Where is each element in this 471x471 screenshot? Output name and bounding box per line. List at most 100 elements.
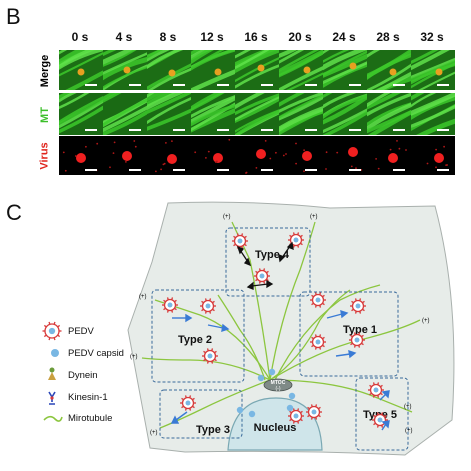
pedv-virion	[254, 268, 270, 284]
plus-end-label: (+)	[150, 430, 158, 436]
scale-bar	[348, 169, 361, 171]
type-1-label: Type 1	[343, 324, 377, 336]
movement-arrows	[170, 309, 390, 431]
scale-bar	[216, 129, 229, 131]
pedv-virion	[350, 298, 366, 314]
mt-tile	[234, 93, 279, 135]
pedv-virion	[372, 412, 388, 428]
virus-tile	[278, 136, 323, 175]
scale-bar	[392, 129, 405, 131]
legend-label: PEDV capsid	[68, 348, 124, 359]
scale-bar	[128, 129, 141, 131]
scale-bar	[172, 169, 185, 171]
scale-bar	[84, 84, 97, 86]
plus-end-label: (+)	[310, 214, 318, 220]
type-2-label: Type 2	[178, 334, 212, 346]
scale-bar	[348, 129, 361, 131]
pedv-virion	[306, 404, 322, 420]
legend-label: PEDV	[68, 326, 95, 337]
virus-tile	[366, 136, 411, 175]
time-label: 4 s	[115, 30, 133, 44]
time-label: 8 s	[159, 30, 177, 44]
panel-b-letter: B	[6, 4, 21, 29]
scale-bar	[84, 169, 97, 171]
scale-bar	[172, 84, 185, 86]
type-3-label: Type 3	[196, 424, 230, 436]
pedv-capsid	[248, 410, 256, 418]
plus-end-label: (+)	[405, 428, 413, 434]
mtoc-sign: (-)	[276, 386, 281, 392]
pedv-capsid	[286, 404, 294, 412]
scale-bar	[436, 84, 449, 86]
merge-tile	[146, 50, 191, 90]
merge-tile	[234, 50, 279, 90]
pedv-virion	[200, 298, 216, 314]
dynein-icon	[48, 367, 56, 380]
time-label: 12 s	[200, 30, 224, 44]
pedv-virion	[202, 348, 218, 364]
scale-bar	[392, 84, 405, 86]
panel-c-letter: C	[6, 200, 22, 225]
pedv-virion	[42, 321, 62, 341]
scale-bar	[436, 169, 449, 171]
pedv-capsid	[268, 368, 276, 376]
virus-tile	[190, 136, 235, 175]
mt-tile	[102, 93, 147, 135]
legend-label: Mirotubule	[68, 413, 112, 424]
scale-bar	[260, 169, 273, 171]
virus-tile	[322, 136, 367, 175]
merge-tile	[410, 50, 455, 90]
time-label: 24 s	[332, 30, 356, 44]
scale-bar	[436, 129, 449, 131]
merge-tile	[102, 50, 147, 90]
time-label: 0 s	[71, 30, 89, 44]
virus-tile	[58, 136, 103, 175]
pedv-virion	[310, 292, 326, 308]
type-5-box	[355, 377, 409, 451]
microtubule-icon	[43, 415, 63, 422]
legend-label: Dynein	[68, 370, 98, 381]
scale-bar	[304, 84, 317, 86]
time-label: 28 s	[376, 30, 400, 44]
merge-tile	[58, 50, 103, 90]
bidirectional-arrows	[236, 241, 294, 290]
mtoc-label: MTOC	[271, 380, 286, 386]
plus-end-label: (+)	[422, 318, 430, 324]
time-label: 16 s	[244, 30, 268, 44]
scale-bar	[392, 169, 405, 171]
mt-tile	[190, 93, 235, 135]
mtoc	[263, 378, 293, 392]
scale-bar	[260, 129, 273, 131]
scale-bar	[128, 84, 141, 86]
time-label: 32 s	[420, 30, 444, 44]
pedv-virion	[349, 332, 365, 348]
mt-tile	[410, 93, 455, 135]
nucleus-label: Nucleus	[254, 422, 297, 434]
plus-end-label: (+)	[139, 294, 147, 300]
scale-bar	[216, 84, 229, 86]
kinesin-icon	[48, 391, 56, 405]
scale-bar	[216, 169, 229, 171]
scale-bar	[128, 169, 141, 171]
pedv-capsid	[51, 349, 59, 357]
pedv-virion	[368, 382, 384, 398]
pedv-virion	[232, 233, 248, 249]
scale-bar	[304, 169, 317, 171]
pedv-capsid	[257, 374, 265, 382]
pedv-virion	[162, 297, 178, 313]
merge-tile	[278, 50, 323, 90]
pedv-capsid	[288, 392, 296, 400]
mt-tile	[58, 93, 103, 135]
mt-tile	[146, 93, 191, 135]
type-4-box	[225, 227, 311, 297]
merge-tile	[322, 50, 367, 90]
type-2-box	[151, 289, 245, 383]
pedv-virion	[288, 408, 304, 424]
time-label: 20 s	[288, 30, 312, 44]
virus-tile	[102, 136, 147, 175]
scale-bar	[84, 129, 97, 131]
type-1-box	[299, 291, 399, 377]
virus-tile	[410, 136, 455, 175]
